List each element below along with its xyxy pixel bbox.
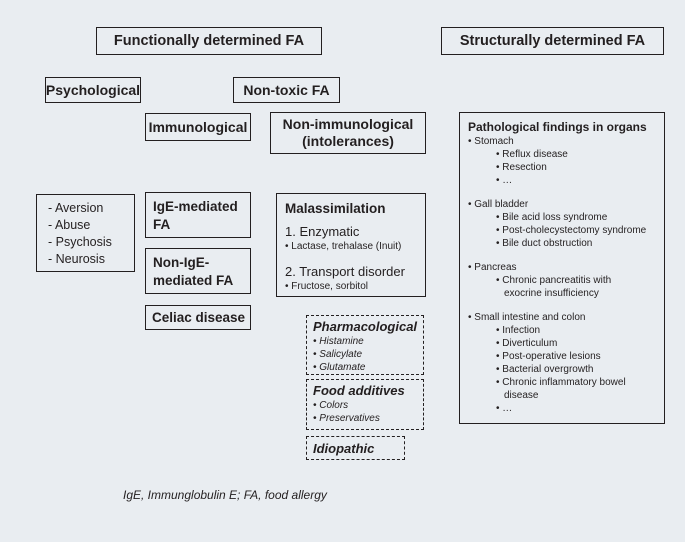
resection-item: Resection [496, 161, 664, 174]
gall-bladder-organ: Gall bladder [468, 198, 664, 211]
transport-examples: Fructose, sorbitol [285, 280, 425, 293]
malassimilation-box: Malassimilation 1. Enzymatic Lactase, tr… [276, 193, 426, 297]
structural-fa-header-label: Structurally determined FA [459, 33, 646, 49]
pharmacological-box: Pharmacological Histamine Salicylate Glu… [306, 315, 424, 375]
exocrine-insufficiency-item: exocrine insufficiency [504, 288, 599, 299]
idiopathic-label: Idiopathic [313, 440, 375, 456]
chronic-ibd-item: Chronic inflammatory bowel [496, 376, 664, 389]
structural-fa-header: Structurally determined FA [441, 27, 664, 55]
pancreas-organ: Pancreas [468, 261, 664, 274]
colors-item: Colors [313, 399, 423, 412]
disease-item: disease [504, 390, 539, 401]
neurosis-item: - Neurosis [48, 252, 105, 266]
ige-mediated-label: IgE-mediated [153, 199, 238, 214]
functional-fa-header-label: Functionally determined FA [113, 33, 305, 49]
intestine-ellipsis-item: … [496, 402, 664, 415]
immunological-label: Immunological [148, 119, 248, 135]
celiac-disease-label: Celiac disease [152, 310, 246, 325]
immunological-box: Immunological [145, 113, 251, 141]
pathological-findings-title: Pathological findings in organs [468, 120, 647, 134]
mediated-fa-label: mediated FA [153, 273, 234, 288]
pharmacological-title: Pharmacological [313, 319, 418, 334]
non-toxic-fa-box: Non-toxic FA [233, 77, 340, 103]
enzymatic-label: 1. Enzymatic [285, 224, 360, 239]
enzymatic-examples: Lactase, trehalase (Inuit) [285, 240, 425, 253]
footnote: IgE, Immunglobulin E; FA, food allergy [123, 488, 327, 502]
stomach-organ: Stomach [468, 135, 664, 148]
non-immunological-box: Non-immunological (intolerances) [270, 112, 426, 154]
non-ige-label: Non-IgE- [153, 255, 210, 270]
chronic-pancreatitis-item: Chronic pancreatitis with [496, 274, 664, 287]
salicylate-item: Salicylate [313, 348, 423, 361]
small-intestine-colon-organ: Small intestine and colon [468, 311, 664, 324]
stomach-group: Stomach Reflux disease Resection … [468, 135, 664, 187]
non-immunological-label: Non-immunological [282, 116, 414, 132]
malassimilation-title: Malassimilation [285, 201, 386, 216]
non-ige-mediated-fa-box: Non-IgE- mediated FA [145, 248, 251, 294]
psychological-label: Psychological [45, 82, 141, 98]
bile-duct-obstruction-item: Bile duct obstruction [496, 237, 664, 250]
reflux-disease-item: Reflux disease [496, 148, 664, 161]
ige-mediated-fa-box: IgE-mediated FA [145, 192, 251, 238]
preservatives-item: Preservatives [313, 412, 423, 425]
post-operative-lesions-item: Post-operative lesions [496, 350, 664, 363]
idiopathic-box: Idiopathic [306, 436, 405, 460]
gall-bladder-group: Gall bladder Bile acid loss syndrome Pos… [468, 198, 664, 250]
small-intestine-colon-group: Small intestine and colon Infection Dive… [468, 311, 664, 415]
glutamate-item: Glutamate [313, 361, 423, 374]
pathological-findings-box: Pathological findings in organs Stomach … [459, 112, 665, 424]
abuse-item: - Abuse [48, 218, 91, 232]
post-cholecystectomy-item: Post-cholecystectomy syndrome [496, 224, 664, 237]
histamine-item: Histamine [313, 335, 423, 348]
celiac-disease-box: Celiac disease [145, 305, 251, 330]
non-toxic-fa-label: Non-toxic FA [243, 82, 330, 98]
aversion-item: - Aversion [48, 201, 104, 215]
bile-acid-loss-item: Bile acid loss syndrome [496, 211, 664, 224]
food-additives-title: Food additives [313, 383, 405, 398]
psychosis-item: - Psychosis [48, 235, 112, 249]
stomach-ellipsis-item: … [496, 174, 664, 187]
psychological-box: Psychological [45, 77, 141, 103]
psychological-items-box: - Aversion - Abuse - Psychosis - Neurosi… [36, 194, 135, 272]
infection-item: Infection [496, 324, 664, 337]
intolerances-label: (intolerances) [302, 133, 394, 149]
bacterial-overgrowth-item: Bacterial overgrowth [496, 363, 664, 376]
pancreas-group: Pancreas Chronic pancreatitis with exocr… [468, 261, 664, 300]
ige-mediated-fa-label: FA [153, 217, 171, 232]
transport-disorder-label: 2. Transport disorder [285, 264, 405, 279]
diverticulum-item: Diverticulum [496, 337, 664, 350]
functional-fa-header: Functionally determined FA [96, 27, 322, 55]
food-additives-box: Food additives Colors Preservatives [306, 379, 424, 430]
